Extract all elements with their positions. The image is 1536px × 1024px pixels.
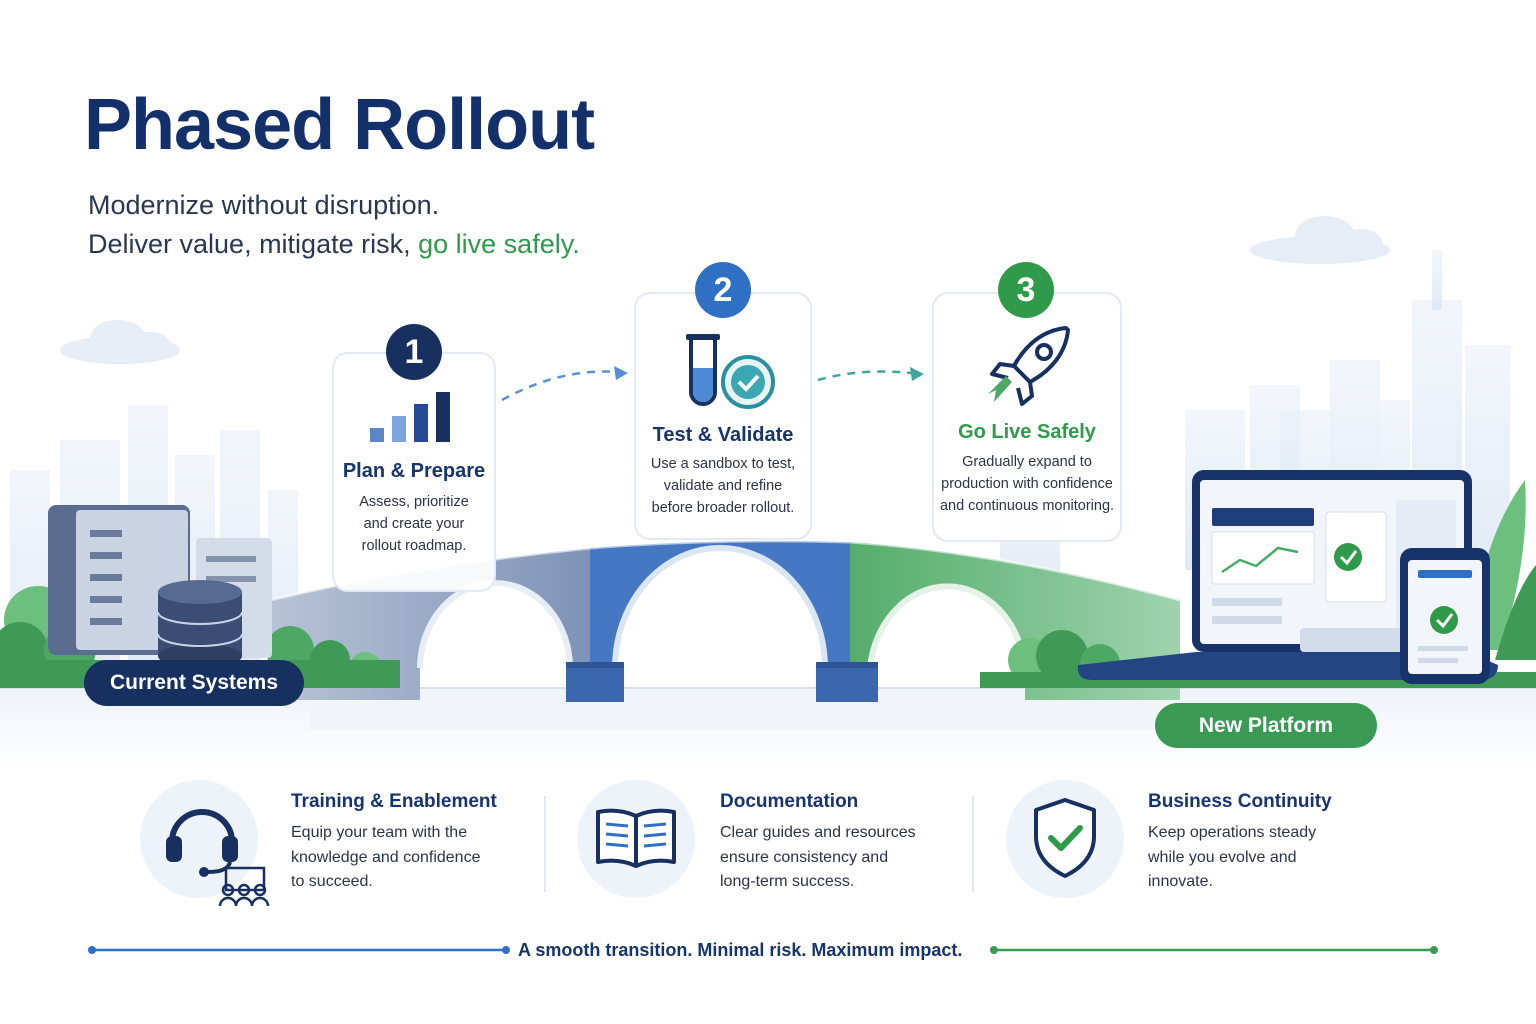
subtitle-line-2: Deliver value, mitigate risk, go live sa… <box>88 229 580 259</box>
subtitle-highlight: go live safely. <box>418 229 580 259</box>
feature-divider-1 <box>544 796 546 892</box>
step-card-plan <box>332 352 496 592</box>
feature-icon-circle-training <box>140 780 258 898</box>
step-badge-3: 3 <box>998 262 1054 318</box>
bar-chart-icon <box>370 392 450 442</box>
feature-title-training: Training & Enablement <box>291 791 497 812</box>
arrow-step2-to-step3 <box>817 367 924 382</box>
step-badge-1: 1 <box>386 324 442 380</box>
step-title-1: Plan & Prepare <box>342 460 486 482</box>
feature-divider-2 <box>972 796 974 892</box>
arrow-step1-to-step2 <box>501 366 628 402</box>
feature-desc-continuity: Keep operations steady while you evolve … <box>1148 824 1317 890</box>
current-systems-label: Current Systems <box>84 660 304 706</box>
step-desc-2: Use a sandbox to test, validate and refi… <box>650 456 796 516</box>
database-icon <box>157 580 243 668</box>
phone-icon <box>1400 548 1490 684</box>
test-tube-check-icon <box>686 334 775 409</box>
step-card-test <box>634 292 812 540</box>
new-platform-label: New Platform <box>1155 703 1377 748</box>
step-title-2: Test & Validate <box>652 424 794 446</box>
cloud-icon <box>60 216 1390 364</box>
feature-title-continuity: Business Continuity <box>1148 791 1332 812</box>
page-subtitle: Modernize without disruption. Deliver va… <box>88 186 580 264</box>
feature-desc-training: Equip your team with the knowledge and c… <box>291 824 481 890</box>
headset-icon <box>166 809 270 907</box>
feature-desc-docs: Clear guides and resources ensure consis… <box>720 824 916 890</box>
step-title-3: Go Live Safely <box>958 421 1096 443</box>
page-title: Phased Rollout <box>84 85 595 165</box>
tagline: A smooth transition. Minimal risk. Maxim… <box>518 940 963 960</box>
feature-title-docs: Documentation <box>720 791 859 812</box>
step-desc-3: Gradually expand to production with conf… <box>939 454 1115 514</box>
subtitle-line-1: Modernize without disruption. <box>88 190 440 220</box>
rocket-icon <box>988 326 1070 406</box>
open-book-icon <box>596 808 676 868</box>
step-badge-2: 2 <box>695 262 751 318</box>
shield-check-icon <box>1034 798 1096 878</box>
step-desc-1: Assess, prioritize and create your rollo… <box>359 494 469 554</box>
step-card-golive <box>932 292 1122 542</box>
tagline-rule <box>88 946 1438 954</box>
